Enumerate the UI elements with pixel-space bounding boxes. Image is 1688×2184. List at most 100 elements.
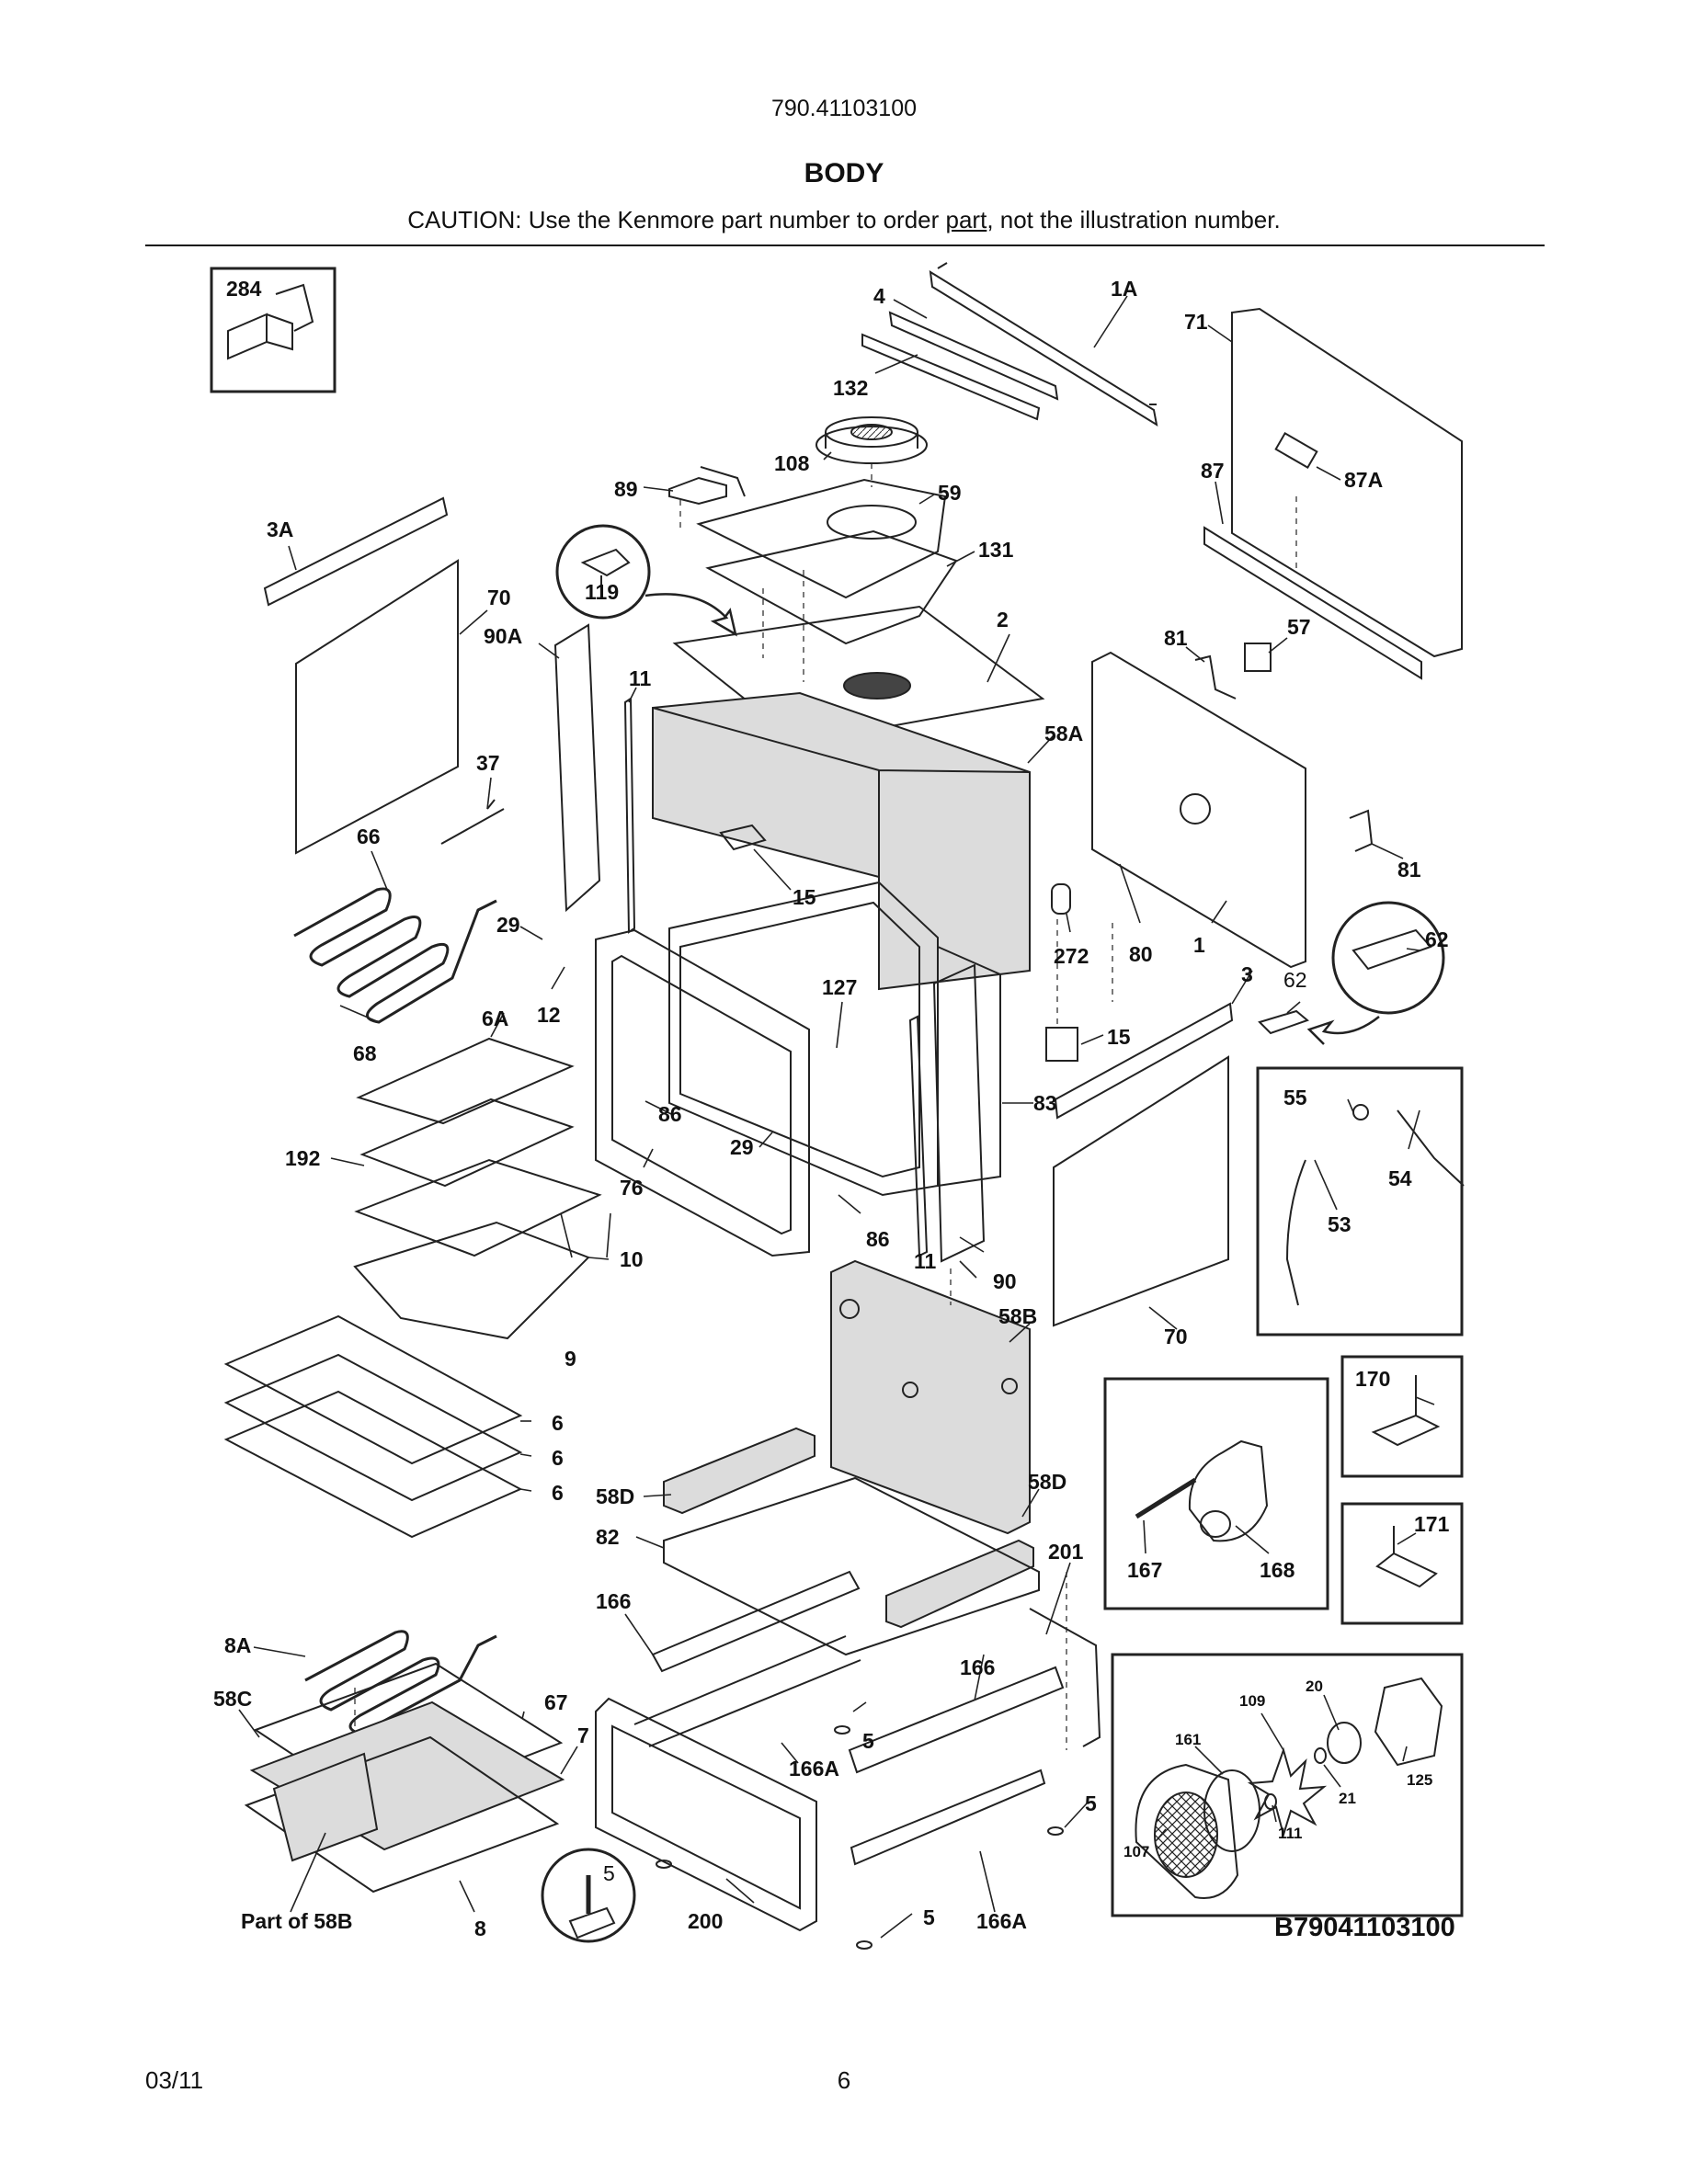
part-1-knockout bbox=[1180, 793, 1211, 825]
part-109-fan-blade bbox=[1247, 1746, 1328, 1838]
callout-6A: 6A bbox=[482, 1007, 508, 1030]
callout-6-a: 6 bbox=[552, 1411, 564, 1435]
callout-3A: 3A bbox=[267, 518, 293, 541]
inset-box-convection-fan bbox=[1111, 1653, 1464, 1917]
part-166A-slide-b bbox=[850, 1769, 1046, 1866]
callout-132: 132 bbox=[833, 376, 868, 400]
callout-166A-bottom: 166A bbox=[976, 1909, 1027, 1933]
part-58B-insulation bbox=[830, 1259, 1031, 1535]
callout-80: 80 bbox=[1129, 942, 1153, 966]
part-1A-rear-bracket bbox=[929, 262, 1158, 427]
part-59-opening bbox=[827, 505, 917, 540]
part-6-rack-1 bbox=[223, 1314, 523, 1465]
callout-5-a: 5 bbox=[862, 1729, 874, 1753]
part-70-right-side-panel bbox=[1053, 1055, 1229, 1327]
part-11-trim bbox=[623, 697, 636, 934]
callout-67: 67 bbox=[544, 1690, 568, 1714]
part-89-bracket bbox=[668, 466, 746, 506]
part-87-strip bbox=[1203, 526, 1422, 680]
callout-108: 108 bbox=[774, 451, 810, 475]
part-5-leg-b bbox=[1047, 1826, 1064, 1836]
part-125-motor bbox=[1374, 1677, 1443, 1767]
part-5-leg-d bbox=[656, 1860, 672, 1869]
part-9-drip-pan bbox=[353, 1221, 590, 1340]
callout-82: 82 bbox=[596, 1525, 620, 1549]
callout-81-right: 81 bbox=[1397, 858, 1421, 882]
callout-127: 127 bbox=[822, 975, 857, 999]
part-4-strip bbox=[888, 311, 1059, 401]
callout-70-left: 70 bbox=[487, 586, 511, 609]
caution-text-start: CAUTION: Use the Kenmore part number to … bbox=[407, 206, 946, 233]
callout-86-top: 86 bbox=[658, 1102, 682, 1126]
part-284-switch bbox=[227, 283, 314, 360]
model-number: 790.41103100 bbox=[770, 96, 918, 121]
part-168-motor-hub bbox=[1200, 1510, 1231, 1538]
callout-119: 119 bbox=[585, 580, 619, 604]
part-81-bracket-a bbox=[1194, 654, 1237, 700]
part-200-drawer-inner bbox=[611, 1724, 801, 1910]
callout-68: 68 bbox=[353, 1041, 377, 1065]
callout-76: 76 bbox=[620, 1176, 644, 1200]
part-83-trim bbox=[908, 1015, 929, 1257]
part-58D-block-a bbox=[663, 1427, 815, 1515]
callout-5-c: 5 bbox=[603, 1861, 615, 1885]
callout-7: 7 bbox=[577, 1723, 589, 1747]
callout-58A: 58A bbox=[1044, 722, 1083, 745]
part-8A-broil-element bbox=[304, 1630, 497, 1735]
part-119-thermostat bbox=[580, 548, 631, 588]
caution-part-link[interactable]: part bbox=[945, 206, 987, 233]
callout-71: 71 bbox=[1184, 310, 1208, 334]
part-171-bracket bbox=[1375, 1526, 1438, 1588]
callout-9: 9 bbox=[565, 1347, 576, 1371]
part-168-motor-bracket bbox=[1188, 1439, 1269, 1542]
callout-6-c: 6 bbox=[552, 1481, 564, 1505]
callout-53: 53 bbox=[1328, 1212, 1352, 1236]
callout-107: 107 bbox=[1123, 1843, 1149, 1860]
callout-87A: 87A bbox=[1344, 468, 1383, 492]
callout-170: 170 bbox=[1355, 1367, 1390, 1391]
part-58B-hole-b bbox=[902, 1382, 918, 1398]
part-oven-cavity-side bbox=[937, 946, 1001, 1187]
part-272-filter bbox=[1051, 883, 1071, 915]
footer-page-number: 6 bbox=[837, 2066, 851, 2094]
callout-83: 83 bbox=[1033, 1091, 1057, 1115]
part-59-top-plate bbox=[696, 478, 947, 599]
callout-58B: 58B bbox=[998, 1304, 1037, 1328]
part-54-probe bbox=[1397, 1109, 1465, 1187]
part-87A-plate bbox=[1274, 431, 1318, 470]
callout-66: 66 bbox=[357, 825, 381, 848]
callout-8A: 8A bbox=[224, 1633, 251, 1657]
callout-171: 171 bbox=[1414, 1512, 1450, 1536]
part-131-lower-plate bbox=[705, 529, 958, 645]
callout-37: 37 bbox=[476, 751, 500, 775]
callout-54: 54 bbox=[1388, 1166, 1412, 1190]
callout-11-top: 11 bbox=[629, 666, 652, 690]
part-66-bake-element bbox=[293, 887, 497, 1024]
part-37-wire bbox=[440, 799, 505, 845]
inset-box-284 bbox=[210, 267, 336, 393]
part-5-leg-a bbox=[834, 1725, 850, 1735]
inset-box-170 bbox=[1340, 1355, 1464, 1478]
callout-81-top: 81 bbox=[1164, 626, 1188, 650]
callout-1A: 1A bbox=[1111, 277, 1137, 301]
callout-192: 192 bbox=[285, 1146, 320, 1170]
callout-161: 161 bbox=[1175, 1731, 1201, 1748]
part-58B-hole-a bbox=[839, 1299, 860, 1319]
part-3A-bracket bbox=[263, 496, 449, 607]
part-167-rod bbox=[1135, 1477, 1197, 1519]
callout-8: 8 bbox=[474, 1917, 486, 1940]
callout-29-mid: 29 bbox=[730, 1135, 754, 1159]
diagram-id: B79041103100 bbox=[1274, 1913, 1455, 1942]
callout-87: 87 bbox=[1201, 459, 1225, 483]
part-55-nut bbox=[1352, 1104, 1369, 1120]
part-111-nut bbox=[1264, 1793, 1277, 1810]
part-81-bracket-b bbox=[1349, 809, 1374, 852]
callout-272: 272 bbox=[1054, 944, 1089, 968]
part-oven-cavity-inner bbox=[679, 901, 920, 1178]
callout-58D-right: 58D bbox=[1028, 1470, 1066, 1494]
part-201-rail bbox=[1029, 1608, 1101, 1747]
part-15-relay-b bbox=[1045, 1027, 1078, 1062]
part-70-left-side-panel bbox=[295, 559, 459, 855]
callout-62-plain: 62 bbox=[1283, 968, 1307, 992]
callout-200: 200 bbox=[688, 1909, 723, 1933]
